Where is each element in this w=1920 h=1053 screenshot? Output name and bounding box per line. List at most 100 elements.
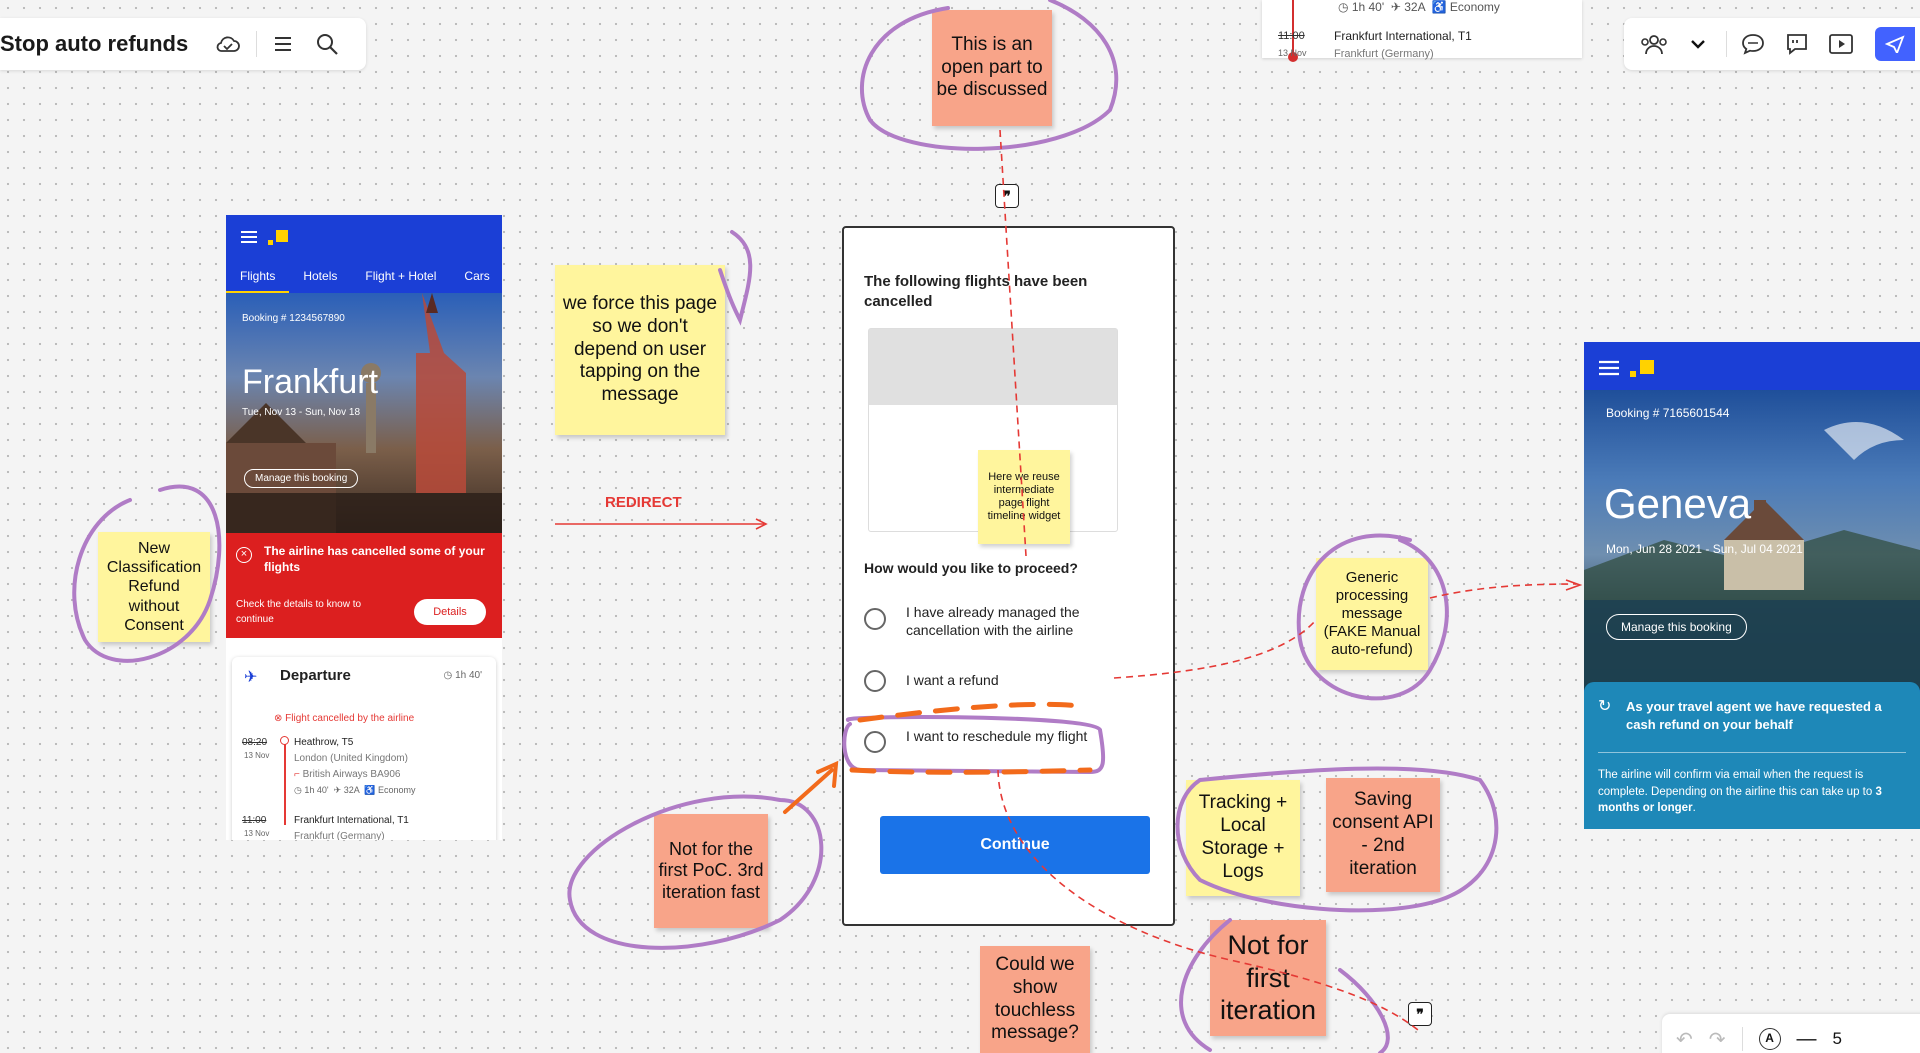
option-refund[interactable]: I want a refund — [906, 672, 999, 688]
menu-icon[interactable] — [265, 26, 301, 62]
cancel-notice: ⊗ Flight cancelled by the airline — [274, 713, 415, 724]
frankfurt-photo — [226, 293, 502, 533]
departure-airport: Heathrow, T5 — [294, 737, 354, 748]
comment-icon[interactable] — [1779, 26, 1815, 62]
tab-hotels[interactable]: Hotels — [303, 269, 338, 283]
geneva-photo — [1584, 422, 1920, 690]
radio-already-managed[interactable] — [864, 608, 886, 630]
sticky-tracking[interactable]: Tracking + Local Storage + Logs — [1186, 780, 1300, 896]
orange-arrow-head — [816, 760, 839, 788]
clock-icon: ◷ — [294, 785, 302, 795]
plane-icon: ✈ — [244, 669, 258, 686]
zoom-out-icon[interactable]: — — [1796, 1027, 1817, 1050]
destination-city: Geneva — [1604, 480, 1752, 527]
sticky-new-classification[interactable]: New Classification Refund without Consen… — [98, 532, 210, 642]
sticky-not-first-poc[interactable]: Not for the first PoC. 3rd iteration fas… — [654, 814, 768, 928]
geneva-booking-mock: Booking # 7165601544 Geneva Mon, Jun 28 … — [1584, 342, 1920, 829]
share-button[interactable] — [1875, 27, 1915, 61]
refund-message-body: The airline will confirm via email when … — [1598, 769, 1882, 815]
undo-icon[interactable]: ↶ — [1676, 1028, 1693, 1051]
arrival-airport: Frankfurt International, T1 — [1334, 29, 1472, 43]
sticky-force-page[interactable]: we force this page so we don't depend on… — [555, 265, 725, 435]
sticky-generic-processing[interactable]: Generic processing message (FAKE Manual … — [1316, 558, 1428, 670]
seat-icon: ♿ — [364, 785, 376, 795]
sticky-open-part[interactable]: This is an open part to be discussed — [932, 10, 1052, 126]
send-icon — [1885, 35, 1905, 53]
alert-icon: ⊗ — [274, 713, 283, 724]
arrival-airport: Frankfurt International, T1 — [294, 815, 409, 826]
airline-info: ⌐ British Airways BA906 — [294, 769, 401, 780]
orange-arrow-line — [783, 768, 834, 814]
arrival-city: Frankfurt (Germany) — [1334, 48, 1434, 60]
sticky-reuse-widget[interactable]: Here we reuse intermediate page flight t… — [978, 450, 1070, 544]
refresh-icon: ↻ — [1598, 698, 1612, 715]
sticky-not-first-iteration[interactable]: Not for first iteration — [1210, 920, 1326, 1036]
autopilot-icon[interactable]: A — [1758, 1028, 1781, 1050]
destination-city: Frankfurt — [242, 363, 379, 401]
manage-booking-button[interactable]: Manage this booking — [1606, 614, 1747, 640]
collab-toolbar — [1624, 18, 1920, 70]
arrival-date: 13 Nov — [1278, 48, 1307, 58]
plane-icon: ✈ — [1390, 0, 1401, 14]
board-title[interactable]: Stop auto refunds — [0, 31, 189, 56]
cancellation-options-dialog: The following flights have been cancelle… — [842, 226, 1175, 926]
frankfurt-booking-mock: Flights Hotels Flight + Hotel Cars Booki… — [226, 215, 502, 840]
hamburger-icon[interactable] — [240, 230, 258, 244]
departure-card: ✈ Departure ◷ 1h 40' ⊗ Flight cancelled … — [232, 657, 496, 840]
redirect-label: REDIRECT — [605, 494, 682, 511]
departure-city: London (United Kingdom) — [294, 753, 408, 764]
option-already-managed[interactable]: I have already managed the cancellation … — [906, 604, 1080, 638]
timeline-dot — [1288, 52, 1298, 62]
booking-number: Booking # 7165601544 — [1606, 406, 1730, 420]
destination-hero: Booking # 7165601544 Geneva Mon, Jun 28 … — [1584, 390, 1920, 690]
connection-icon: ⌐ — [294, 769, 300, 780]
cloud-sync-icon[interactable] — [210, 26, 246, 62]
redo-icon[interactable]: ↷ — [1708, 1028, 1726, 1051]
close-icon[interactable]: × — [236, 547, 252, 563]
departure-duration: ◷ 1h 40' — [443, 670, 482, 681]
comment-marker-icon[interactable]: ❞ — [995, 184, 1019, 208]
cancellation-alert: × The airline has cancelled some of your… — [226, 533, 502, 638]
chevron-down-icon[interactable] — [1680, 26, 1716, 62]
radio-reschedule[interactable] — [864, 731, 886, 753]
flight-segment-card-partial: ◷ 1h 40' ✈ 32A ♿ Economy 11:00 13 Nov Fr… — [1262, 0, 1582, 62]
brand-logo — [1630, 360, 1654, 377]
search-icon[interactable] — [309, 26, 345, 62]
sticky-saving-consent[interactable]: Saving consent API - 2nd iteration — [1326, 778, 1440, 892]
manage-booking-button[interactable]: Manage this booking — [244, 469, 359, 488]
hamburger-icon[interactable] — [1598, 360, 1620, 376]
details-button[interactable]: Details — [414, 599, 486, 625]
option-reschedule[interactable]: I want to reschedule my flight — [906, 728, 1088, 744]
tab-flights[interactable]: Flights — [226, 258, 290, 294]
seat-icon: ♿ — [1431, 0, 1447, 14]
departure-label: Departure — [280, 667, 351, 684]
collaborators-icon[interactable] — [1636, 26, 1672, 62]
canvas-controls-divider — [1741, 1027, 1743, 1051]
clock-icon: ◷ — [1338, 0, 1349, 14]
arrival-date: 13 Nov — [244, 829, 270, 838]
radio-refund[interactable] — [864, 670, 886, 692]
message-divider — [1598, 752, 1906, 753]
toolbar-divider — [256, 31, 258, 57]
dashed-connector-geneva — [1429, 583, 1577, 599]
chat-icon[interactable] — [1735, 26, 1771, 62]
arrival-time: 11:00 — [1278, 30, 1305, 42]
dialog-title: The following flights have been cancelle… — [864, 273, 1088, 310]
departure-date: 13 Nov — [244, 751, 270, 760]
sticky-touchless[interactable]: Could we show touchless message? — [980, 946, 1090, 1053]
tab-cars[interactable]: Cars — [464, 269, 490, 283]
geneva-arrow-head — [1565, 579, 1583, 591]
trip-dates: Mon, Jun 28 2021 - Sun, Jul 04 2021 — [1606, 542, 1803, 556]
timeline-line — [284, 741, 286, 825]
timeline-dot — [280, 736, 289, 745]
present-icon[interactable] — [1823, 26, 1859, 62]
continue-button[interactable]: Continue — [880, 816, 1150, 874]
destination-hero: Booking # 1234567890 Frankfurt Tue, Nov … — [226, 293, 502, 533]
arrival-city: Frankfurt (Germany) — [294, 831, 385, 840]
tab-flight-hotel[interactable]: Flight + Hotel — [365, 269, 437, 283]
trip-dates: Tue, Nov 13 - Sun, Nov 18 — [242, 407, 361, 418]
brand-logo — [268, 230, 288, 245]
comment-marker-icon[interactable]: ❞ — [1408, 1002, 1432, 1026]
alert-body: Check the details to know to continue — [236, 599, 362, 625]
zoom-level[interactable]: 5 — [1832, 1029, 1842, 1048]
